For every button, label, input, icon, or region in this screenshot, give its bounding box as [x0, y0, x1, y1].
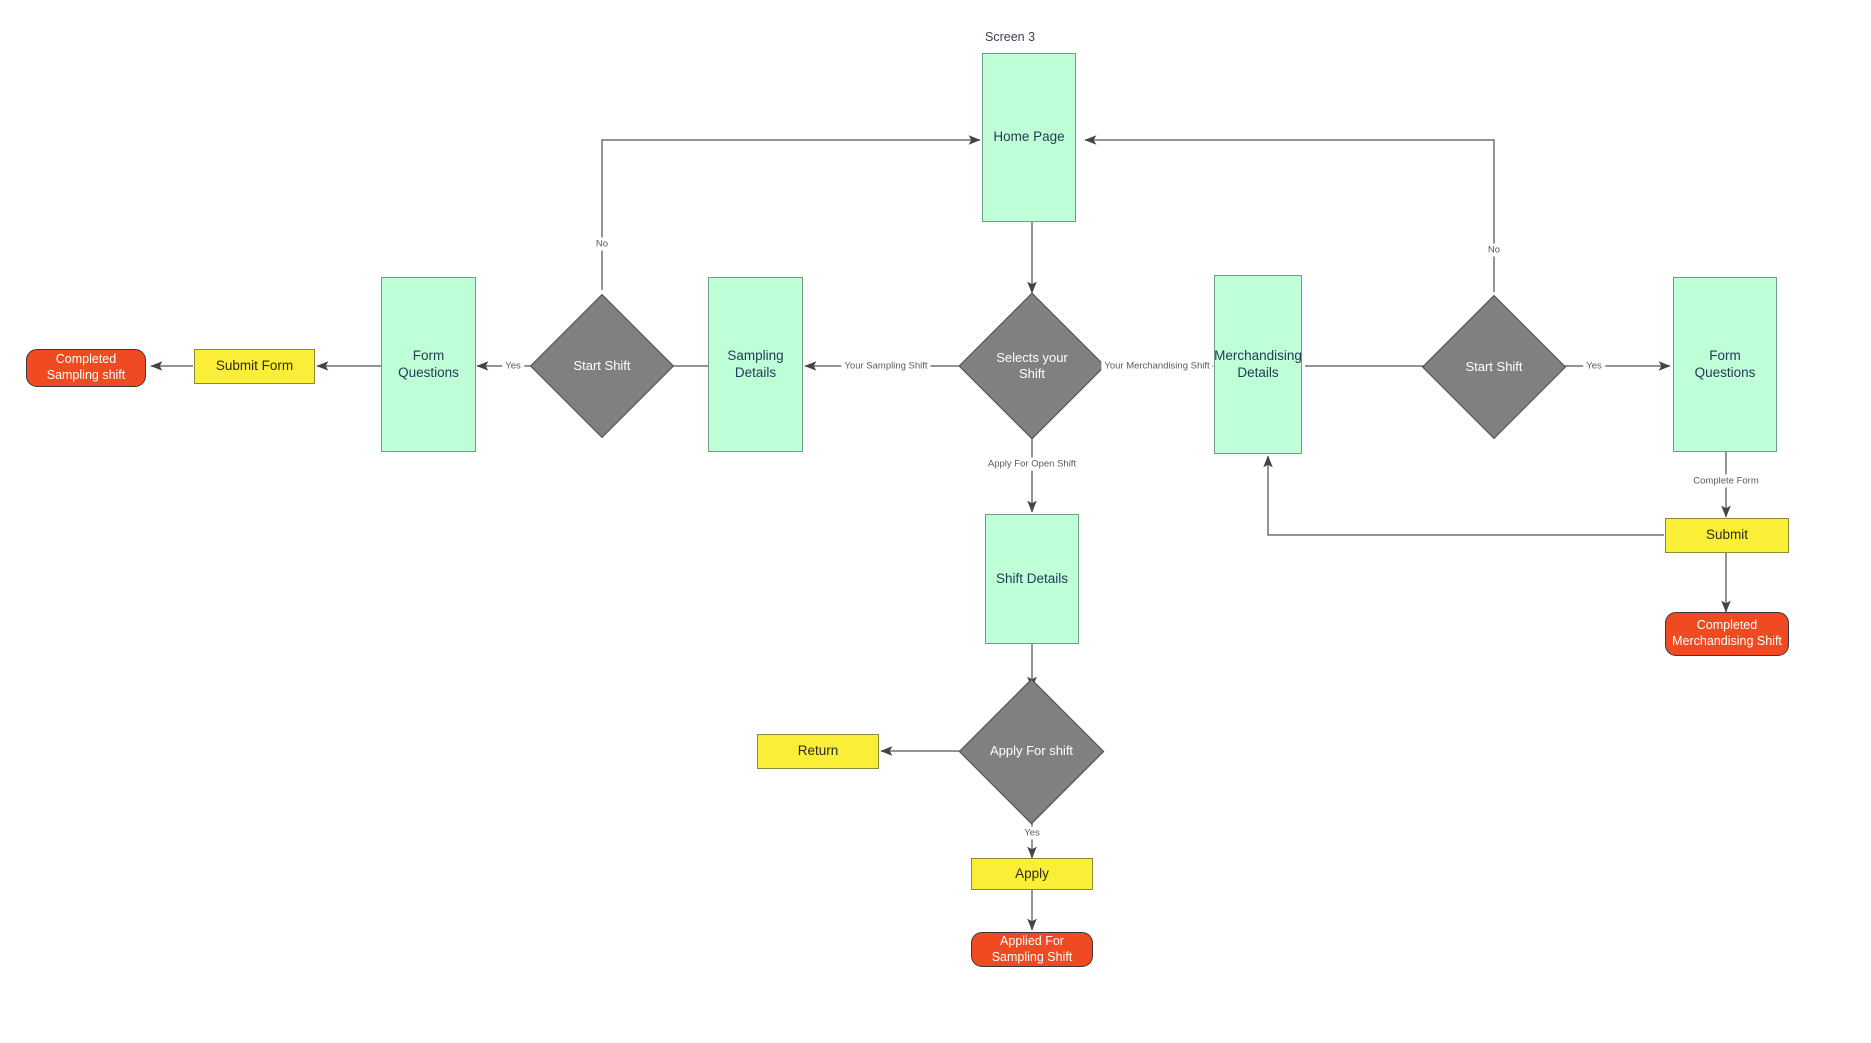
- node-form-questions-left-label: Form Questions: [398, 347, 459, 380]
- edge-submit-loop-to-merchandising: [1263, 455, 1664, 536]
- node-start-shift-right[interactable]: Start Shift: [1421, 294, 1567, 440]
- node-start-shift-left[interactable]: Start Shift: [529, 293, 675, 439]
- node-completed-merchandising-shift[interactable]: Completed Merchandising Shift: [1665, 612, 1789, 656]
- node-shift-details[interactable]: Shift Details: [985, 514, 1079, 644]
- node-form-questions-right-label: Form Questions: [1694, 347, 1756, 380]
- node-completed-merchandising-shift-label: Completed Merchandising Shift: [1672, 618, 1782, 648]
- node-applied-for-sampling-shift[interactable]: Applied For Sampling Shift: [971, 932, 1093, 967]
- node-apply-label: Apply: [1015, 865, 1049, 881]
- edge-label-yes-left: Yes: [502, 359, 524, 373]
- edge-startshift-left-no-loop: [601, 135, 981, 290]
- edge-label-your-sampling-shift: Your Sampling Shift: [841, 359, 931, 373]
- node-apply[interactable]: Apply: [971, 858, 1093, 890]
- edge-label-no-right: No: [1484, 243, 1504, 257]
- edge-label-no-left: No: [592, 237, 612, 251]
- decision-diamond-shape: [958, 292, 1106, 440]
- decision-diamond-shape: [529, 293, 675, 439]
- node-apply-for-shift[interactable]: Apply For shift: [958, 678, 1105, 825]
- node-completed-sampling-shift-label: Completed Sampling shift: [46, 352, 126, 382]
- edge-label-yes-right: Yes: [1583, 359, 1605, 373]
- node-form-questions-left[interactable]: Form Questions: [381, 277, 476, 452]
- node-submit[interactable]: Submit: [1665, 518, 1789, 553]
- node-form-questions-right[interactable]: Form Questions: [1673, 277, 1777, 452]
- decision-diamond-shape: [958, 678, 1105, 825]
- edge-label-yes-apply: Yes: [1021, 826, 1043, 840]
- node-completed-sampling-shift[interactable]: Completed Sampling shift: [26, 349, 146, 387]
- node-selects-your-shift[interactable]: Selects your Shift: [958, 292, 1106, 440]
- node-return[interactable]: Return: [757, 734, 879, 769]
- edge-label-complete-form: Complete Form: [1690, 474, 1762, 488]
- diagram-title: Screen 3: [985, 30, 1036, 44]
- node-submit-label: Submit: [1705, 527, 1749, 543]
- node-submit-form[interactable]: Submit Form: [194, 349, 315, 384]
- node-home-page[interactable]: Home Page: [982, 53, 1076, 222]
- node-submit-form-label: Submit Form: [215, 358, 294, 374]
- node-shift-details-label: Shift Details: [995, 570, 1069, 586]
- edge-startshift-right-no-loop: [1084, 135, 1495, 292]
- node-sampling-details-label: Sampling Details: [727, 347, 784, 380]
- node-sampling-details[interactable]: Sampling Details: [708, 277, 803, 452]
- node-merchandising-details[interactable]: Merchandising Details: [1214, 275, 1302, 454]
- decision-diamond-shape: [1421, 294, 1567, 440]
- node-return-label: Return: [797, 743, 839, 759]
- edge-label-apply-for-open-shift: Apply For Open Shift: [984, 457, 1080, 471]
- node-applied-for-sampling-shift-label: Applied For Sampling Shift: [991, 933, 1073, 964]
- node-home-page-label: Home Page: [993, 129, 1065, 145]
- node-merchandising-details-label: Merchandising Details: [1214, 347, 1302, 380]
- edge-label-your-merchandising-shift: Your Merchandising Shift: [1101, 359, 1213, 373]
